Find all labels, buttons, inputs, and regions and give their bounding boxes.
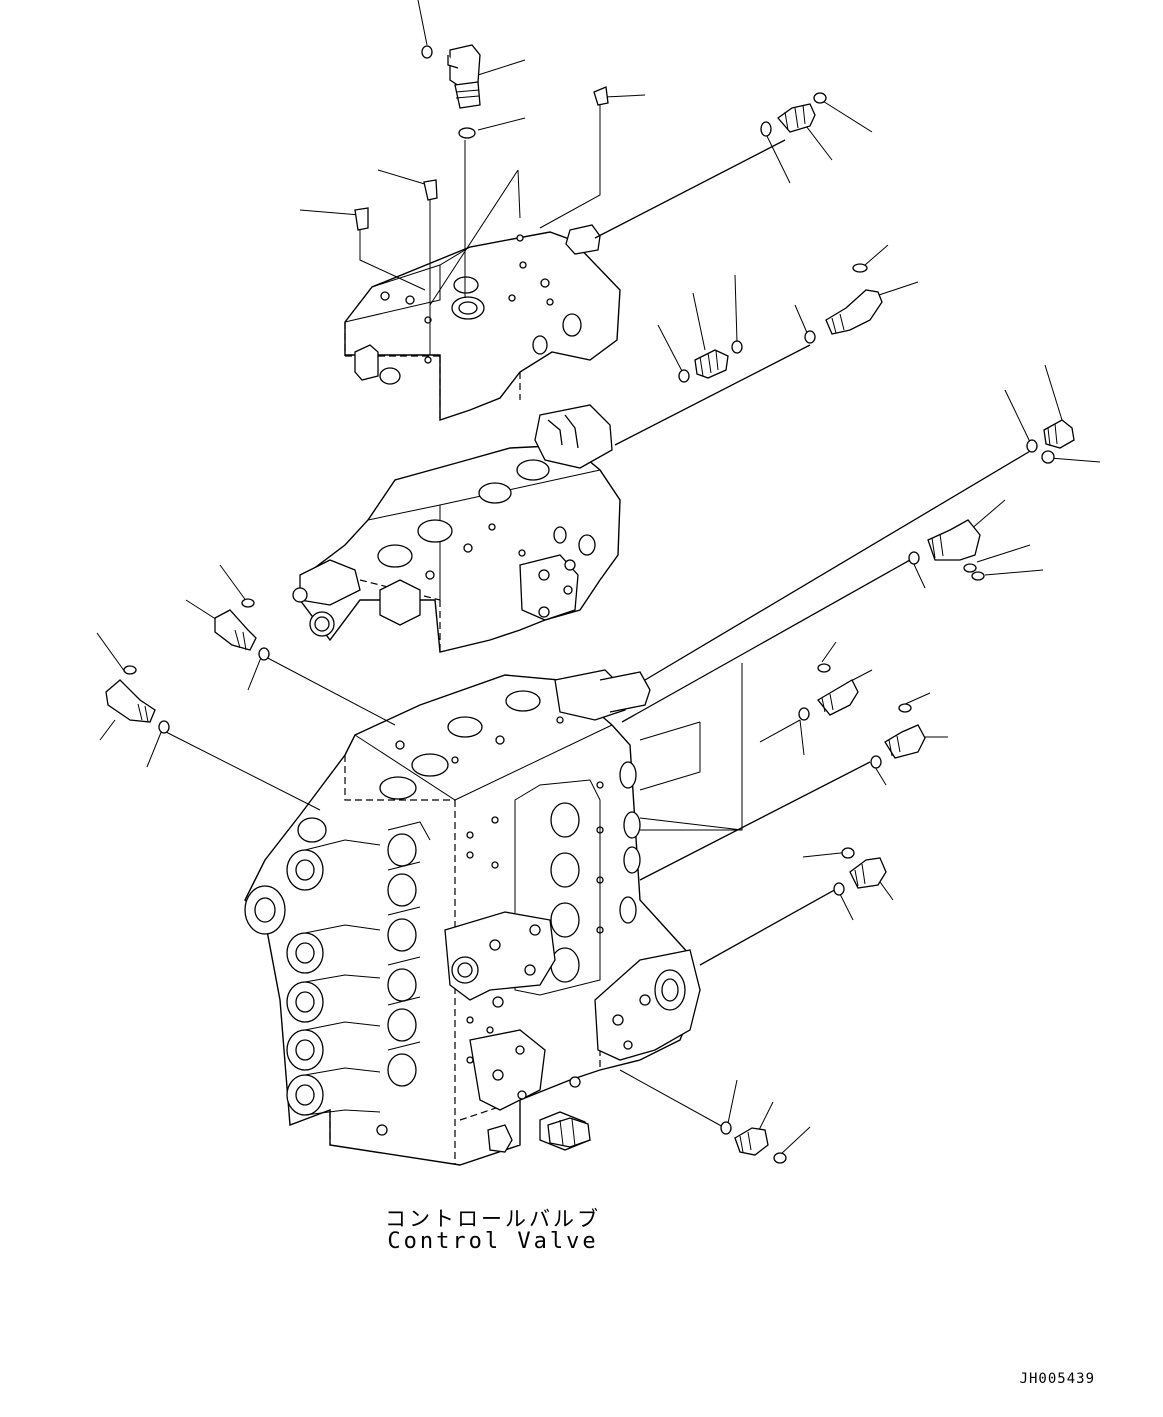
caption-japanese: コントロールバルブ: [385, 1207, 601, 1231]
elbow-fittings: [105, 103, 1075, 1156]
spool-bolts: [387, 821, 431, 1087]
right-side-fittings: [619, 761, 641, 924]
caption-english: Control Valve: [387, 1229, 599, 1254]
middle-valve-block: [292, 344, 811, 653]
leader-lines: [96, 0, 1101, 1156]
pressure-sensor-top: [447, 44, 481, 109]
right-face-ports: [466, 779, 604, 1064]
drawing-code: JH005439: [1019, 1371, 1095, 1387]
top-valve-block: [344, 139, 786, 421]
plugs: [354, 86, 609, 231]
spool-caps: [244, 817, 381, 1116]
o-rings: [123, 45, 1055, 1164]
main-valve-block: [244, 669, 701, 1166]
